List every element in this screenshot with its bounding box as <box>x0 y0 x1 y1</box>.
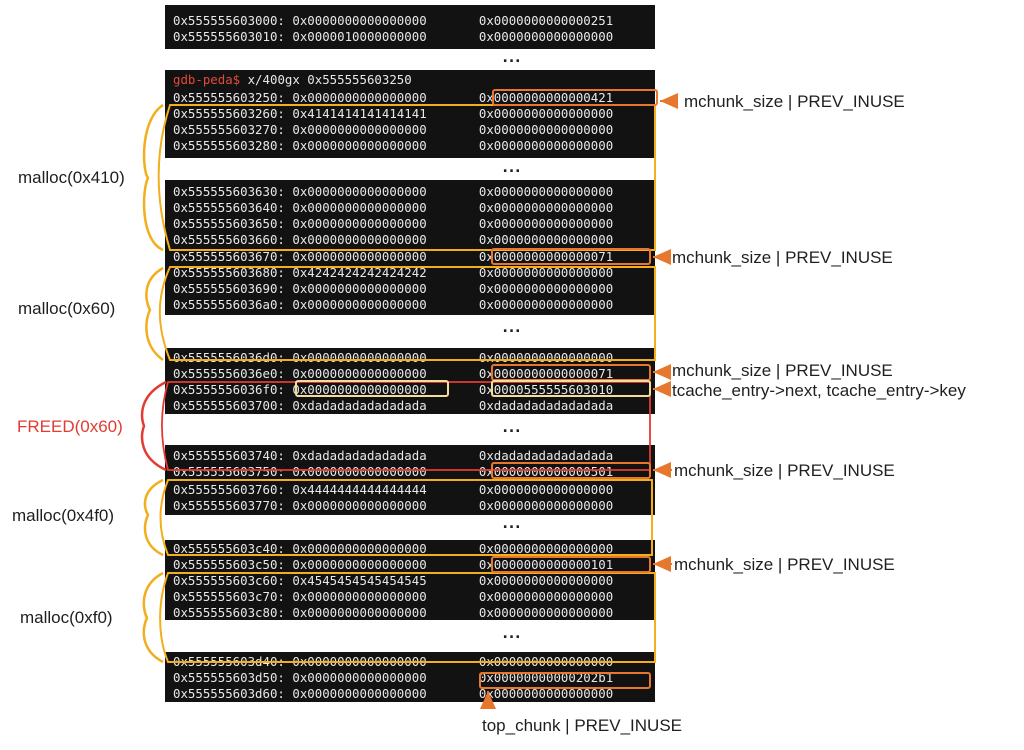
memory-row: 0x555555603000: 0x0000000000000000 0x000… <box>173 13 614 28</box>
memory-row: 0x555555603690: 0x0000000000000000 0x000… <box>173 281 614 296</box>
size-box-top <box>479 672 651 689</box>
tcache-box-next <box>295 380 449 397</box>
memory-row: 0x555555603740: 0xdadadadadadadada 0xdad… <box>173 448 614 463</box>
memory-row: 0x555555603250: 0x0000000000000000 0x000… <box>173 90 614 105</box>
size-box-501 <box>491 462 651 479</box>
ellipsis: ... <box>502 320 522 336</box>
memory-row: 0x5555556036e0: 0x0000000000000000 0x000… <box>173 366 614 381</box>
label-malloc-0xf0: malloc(0xf0) <box>20 608 113 627</box>
ellipsis: ... <box>502 50 522 66</box>
size-box-101 <box>491 556 651 573</box>
memory-row: 0x555555603d60: 0x0000000000000000 0x000… <box>173 686 614 701</box>
annotation-size-501: mchunk_size | PREV_INUSE <box>674 461 895 480</box>
memory-row: 0x555555603750: 0x0000000000000000 0x000… <box>173 464 614 479</box>
size-box-71-b <box>491 364 651 381</box>
brace-0x60 <box>145 266 164 362</box>
memory-row: 0x555555603270: 0x0000000000000000 0x000… <box>173 122 614 137</box>
size-box-421 <box>492 89 658 106</box>
annotation-size-421: mchunk_size | PREV_INUSE <box>684 92 905 111</box>
annotation-size-101: mchunk_size | PREV_INUSE <box>674 555 895 574</box>
chunk-bracket-0x60 <box>158 266 656 361</box>
ellipsis: ... <box>502 420 522 436</box>
terminal-block-2: 0x555555603630: 0x0000000000000000 0x000… <box>165 180 655 315</box>
memory-row: 0x555555603c60: 0x4545454545454545 0x000… <box>173 573 614 588</box>
gdb-command-text: x/400gx 0x555555603250 <box>240 72 412 87</box>
memory-row: 0x555555603c50: 0x0000000000000000 0x000… <box>173 557 614 572</box>
ellipsis: ... <box>502 160 522 176</box>
annotation-tcache: tcache_entry->next, tcache_entry->key <box>672 381 966 400</box>
memory-row: 0x555555603c80: 0x0000000000000000 0x000… <box>173 605 614 620</box>
memory-row: 0x555555603670: 0x0000000000000000 0x000… <box>173 249 614 264</box>
memory-row: 0x555555603640: 0x0000000000000000 0x000… <box>173 200 614 215</box>
tcache-box-key <box>491 380 651 397</box>
annotation-size-71-b: mchunk_size | PREV_INUSE <box>672 361 893 380</box>
gdb-command: gdb-peda$ x/400gx 0x555555603250 <box>173 72 412 87</box>
terminal-block-1: gdb-peda$ x/400gx 0x555555603250 0x55555… <box>165 70 655 158</box>
gdb-prompt: gdb-peda$ <box>173 72 241 87</box>
label-malloc-0x410: malloc(0x410) <box>18 168 125 187</box>
memory-row: 0x555555603650: 0x0000000000000000 0x000… <box>173 216 614 231</box>
memory-row: 0x5555556036d0: 0x0000000000000000 0x000… <box>173 350 614 365</box>
ellipsis: ... <box>502 516 522 532</box>
label-malloc-0x4f0: malloc(0x4f0) <box>12 506 115 525</box>
annotation-size-71-a: mchunk_size | PREV_INUSE <box>672 248 893 267</box>
terminal-block-5: 0x555555603c40: 0x0000000000000000 0x000… <box>165 540 655 620</box>
chunk-bracket-0xf0 <box>159 572 656 663</box>
memory-row: 0x5555556036a0: 0x0000000000000000 0x000… <box>173 297 614 312</box>
memory-row: 0x555555603680: 0x4242424242424242 0x000… <box>173 265 614 280</box>
terminal-top-fragment: 0x555555603000: 0x0000000000000000 0x000… <box>165 5 655 49</box>
memory-row: 0x555555603260: 0x4141414141414141 0x000… <box>173 106 614 121</box>
chunk-bracket-0x410 <box>157 104 656 251</box>
memory-row: 0x555555603c70: 0x0000000000000000 0x000… <box>173 589 614 604</box>
memory-row: 0x555555603c40: 0x0000000000000000 0x000… <box>173 541 614 556</box>
memory-row: 0x555555603660: 0x0000000000000000 0x000… <box>173 232 614 247</box>
brace-freed <box>140 380 167 472</box>
brace-0xf0 <box>142 571 164 664</box>
annotation-top-chunk: top_chunk | PREV_INUSE <box>482 716 683 735</box>
memory-row: 0x5555556036f0: 0x0000000000000000 0x000… <box>173 382 614 397</box>
chunk-bracket-freed <box>161 381 651 471</box>
memory-row: 0x555555603760: 0x4444444444444444 0x000… <box>173 482 614 497</box>
chunk-bracket-0x4f0 <box>159 479 653 556</box>
size-box-71-a <box>491 248 651 265</box>
memory-row: 0x555555603630: 0x0000000000000000 0x000… <box>173 184 614 199</box>
ellipsis: ... <box>502 626 522 642</box>
memory-row: 0x555555603280: 0x0000000000000000 0x000… <box>173 138 614 153</box>
memory-row: 0x555555603770: 0x0000000000000000 0x000… <box>173 498 614 513</box>
label-freed-0x60: FREED(0x60) <box>17 417 123 436</box>
memory-row: 0x555555603700: 0xdadadadadadadada 0xdad… <box>173 398 614 413</box>
label-malloc-0x60: malloc(0x60) <box>18 299 116 318</box>
brace-0x4f0 <box>143 478 164 557</box>
terminal-block-6: 0x555555603d40: 0x0000000000000000 0x000… <box>165 652 655 702</box>
brace-0x410 <box>142 103 164 252</box>
memory-row: 0x555555603010: 0x0000010000000000 0x000… <box>173 29 614 44</box>
